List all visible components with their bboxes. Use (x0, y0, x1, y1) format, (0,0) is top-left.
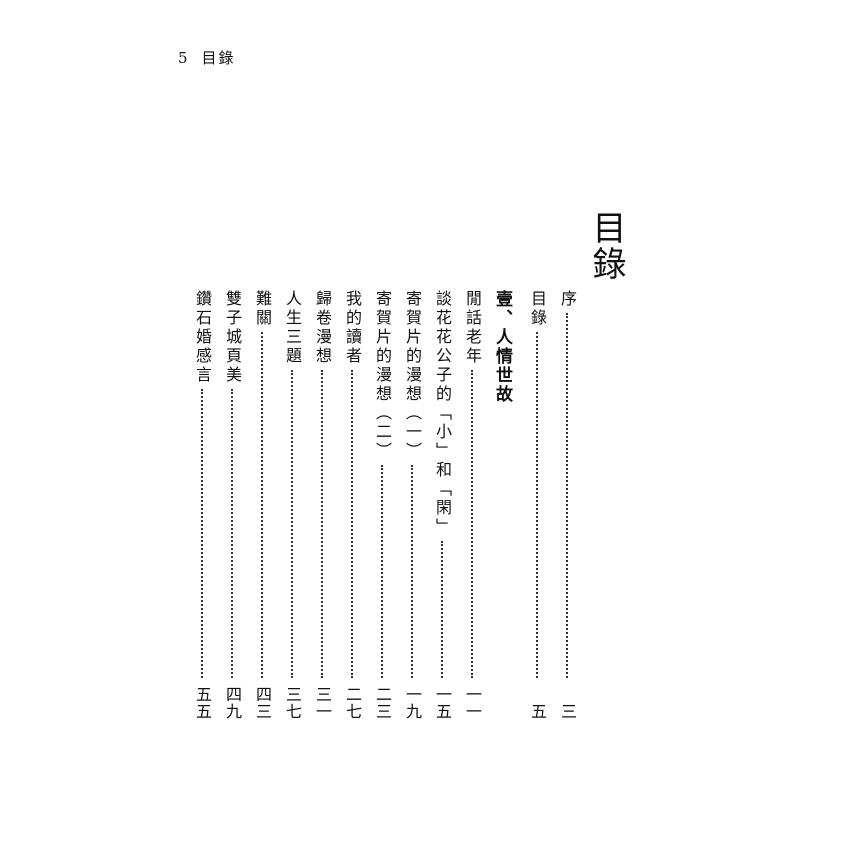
dot-leader (536, 332, 538, 678)
toc-entry-label: 人生三題 (283, 290, 302, 366)
running-head-title: 目錄 (201, 49, 236, 67)
toc-entry-label: 難關 (253, 290, 272, 328)
toc-entry[interactable]: 鑽石婚感言 五五 (187, 290, 217, 720)
toc-entry-page: 四三 (253, 686, 272, 720)
toc-entry-page: 二七 (343, 686, 362, 720)
toc-entry[interactable]: 寄賀片的漫想（二） 二三 (367, 290, 397, 720)
toc-entry-page: 一一 (463, 686, 482, 720)
toc-entry[interactable]: 目錄 五 (522, 290, 552, 720)
section-heading: 壹、人情世故 (492, 290, 512, 404)
toc-title: 目錄 (586, 210, 626, 282)
toc-entry-label: 序 (558, 290, 577, 309)
toc-entry[interactable]: 談花花公子的「小」和「閑」 一五 (427, 290, 457, 720)
toc-entry[interactable]: 我的讀者 二七 (337, 290, 367, 720)
toc-entry[interactable]: 閒話老年 一一 (457, 290, 487, 720)
toc-entry[interactable]: 人生三題 三七 (277, 290, 307, 720)
toc-entry-page: 三七 (283, 686, 302, 720)
dot-leader (351, 370, 353, 678)
toc-entry-label: 雙子城頁美 (223, 290, 242, 385)
toc-entry-page: 三一 (313, 686, 332, 720)
toc-entry[interactable]: 歸卷漫想 三一 (307, 290, 337, 720)
dot-leader (201, 389, 203, 678)
toc-entry-label: 寄賀片的漫想（二） (373, 290, 392, 461)
dot-leader (471, 370, 473, 678)
toc-entry-label: 歸卷漫想 (313, 290, 332, 366)
dot-leader (261, 332, 263, 678)
dot-leader (566, 313, 568, 678)
front-matter-list: 序 三 目錄 五 (522, 290, 582, 720)
toc-entry-label: 閒話老年 (463, 290, 482, 366)
toc-entry[interactable]: 寄賀片的漫想（一） 一九 (397, 290, 427, 720)
dot-leader (411, 465, 413, 678)
toc-entry-label: 我的讀者 (343, 290, 362, 366)
toc-entry-page: 四九 (223, 686, 242, 720)
toc-entry[interactable]: 難關 四三 (247, 290, 277, 720)
toc-entry-page: 三 (558, 703, 577, 720)
page-number: 5 (178, 49, 190, 67)
toc-entry-page: 二三 (373, 686, 392, 720)
toc-entry-label: 目錄 (528, 290, 547, 328)
toc-entry[interactable]: 雙子城頁美 四九 (217, 290, 247, 720)
toc-entry-page: 五 (528, 703, 547, 720)
toc-entry-page: 五五 (193, 686, 212, 720)
running-head: 5 目錄 (178, 48, 236, 68)
toc-entry[interactable]: 序 三 (552, 290, 582, 720)
dot-leader (291, 370, 293, 678)
dot-leader (441, 541, 443, 678)
toc-entry-label: 談花花公子的「小」和「閑」 (433, 290, 452, 537)
toc-entry-label: 寄賀片的漫想（一） (403, 290, 422, 461)
dot-leader (381, 465, 383, 678)
dot-leader (321, 370, 323, 678)
toc-entry-page: 一五 (433, 686, 452, 720)
toc-entry-label: 鑽石婚感言 (193, 290, 212, 385)
toc-entry-page: 一九 (403, 686, 422, 720)
dot-leader (231, 389, 233, 678)
section-list: 壹、人情世故 閒話老年 一一 談花花公子的「小」和「閑」 一五 寄賀片的漫想（一… (187, 290, 517, 720)
